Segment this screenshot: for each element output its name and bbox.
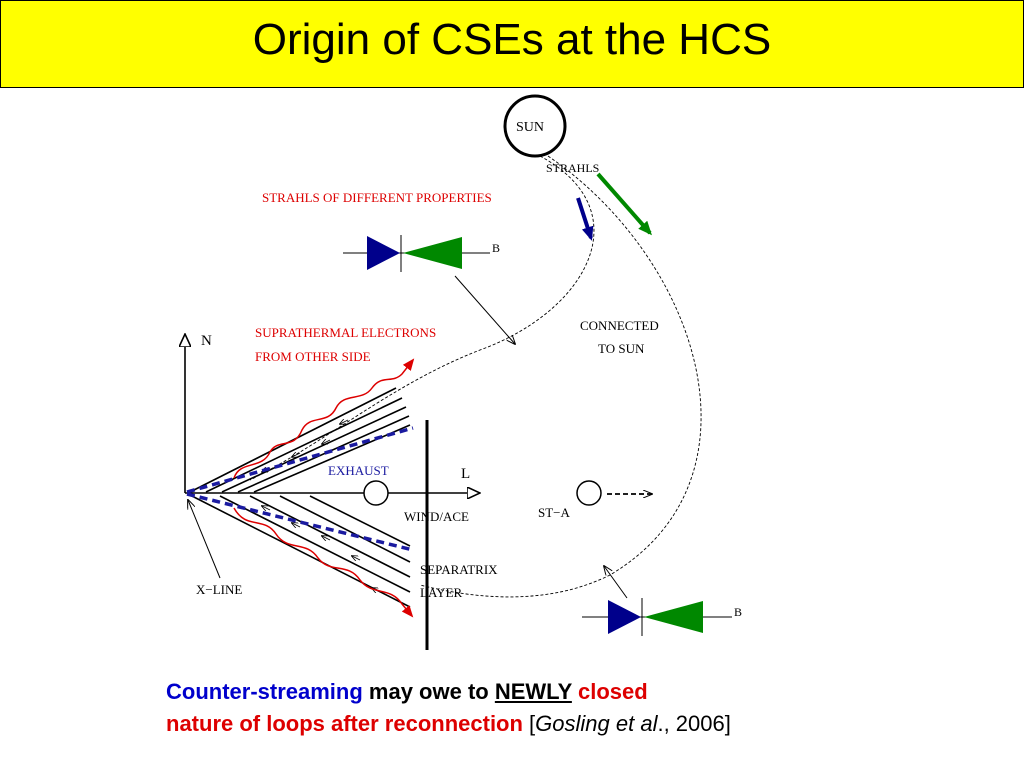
caption-authors: Gosling et al bbox=[535, 711, 658, 736]
connected-label-2: TO SUN bbox=[598, 341, 645, 356]
st-a-spacecraft bbox=[576, 480, 602, 506]
upper-field-lines bbox=[189, 387, 411, 493]
caption-nature: nature of loops after reconnection bbox=[166, 711, 523, 736]
separatrix-label-2: LAYER bbox=[420, 585, 462, 600]
connected-label-1: CONNECTED bbox=[580, 318, 659, 333]
strahls-properties-label: STRAHLS OF DIFFERENT PROPERTIES bbox=[262, 190, 492, 205]
pointer-top bbox=[454, 275, 515, 344]
caption-bracket: [ bbox=[522, 711, 536, 736]
suprathermal-path-lower bbox=[233, 507, 414, 618]
pointer-bottom bbox=[604, 566, 628, 599]
title-bar: Origin of CSEs at the HCS bbox=[0, 0, 1024, 88]
sun-label: SUN bbox=[516, 120, 544, 135]
b-symbol-top bbox=[343, 235, 490, 272]
caption-newly: NEWLY bbox=[494, 679, 572, 704]
b-label-bottom: B bbox=[734, 605, 742, 619]
suprathermal-path-upper bbox=[233, 358, 415, 479]
field-line-outer bbox=[419, 155, 702, 598]
caption-year: ., 2006] bbox=[657, 711, 731, 736]
strahls-label: STRAHLS bbox=[546, 161, 599, 175]
slide-title: Origin of CSEs at the HCS bbox=[252, 15, 772, 64]
sun-circle bbox=[503, 94, 567, 158]
x-line-label: X−LINE bbox=[196, 582, 242, 597]
wind-ace-spacecraft bbox=[363, 480, 389, 506]
x-line-pointer bbox=[188, 500, 221, 579]
caption: Counter-streaming may owe to NEWLY close… bbox=[166, 676, 926, 740]
caption-may-owe: may owe to bbox=[362, 679, 495, 704]
caption-closed: closed bbox=[571, 679, 648, 704]
suprathermal-label-1: SUPRATHERMAL ELECTRONS bbox=[255, 325, 436, 340]
st-a-label: ST−A bbox=[538, 505, 571, 520]
n-axis-label: N bbox=[201, 333, 212, 349]
caption-line-2: nature of loops after reconnection [Gosl… bbox=[166, 708, 926, 740]
l-axis-label: L bbox=[461, 466, 470, 482]
wind-ace-label: WIND/ACE bbox=[404, 509, 469, 524]
separatrix-label-1: SEPARATRIX bbox=[420, 562, 498, 577]
green-strahl-arrow bbox=[596, 172, 652, 236]
suprathermal-label-2: FROM OTHER SIDE bbox=[255, 349, 371, 364]
separatrix-upper bbox=[186, 426, 414, 494]
b-symbol-bottom bbox=[582, 598, 732, 636]
exhaust-label: EXHAUST bbox=[328, 463, 389, 478]
field-line-inner bbox=[249, 155, 595, 481]
blue-strahl-arrow bbox=[576, 197, 594, 241]
b-label-top: B bbox=[492, 241, 500, 255]
caption-counter-streaming: Counter-streaming bbox=[166, 679, 363, 704]
caption-line-1: Counter-streaming may owe to NEWLY close… bbox=[166, 676, 926, 708]
